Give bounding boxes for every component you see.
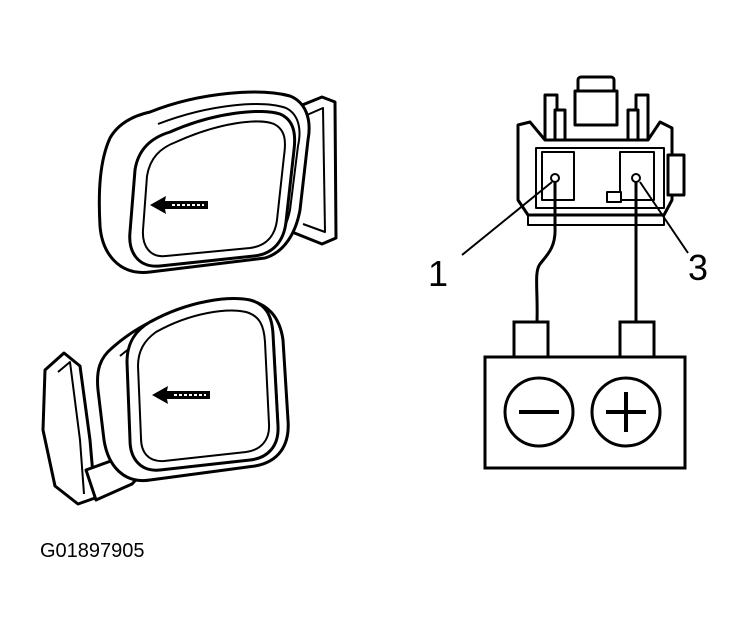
upper-mirror [97, 90, 338, 274]
battery-negative-terminal [512, 320, 550, 360]
figure-code: G01897905 [40, 540, 145, 562]
callout-label-3: 3 [688, 247, 708, 288]
battery-positive-terminal [618, 320, 656, 360]
battery [483, 320, 687, 470]
test-leads [535, 182, 638, 323]
callout-line-1 [461, 181, 553, 256]
callout-line-3 [639, 181, 689, 254]
mirror-connector [516, 75, 686, 226]
callout-label-1: 1 [428, 253, 448, 294]
callout-lines [461, 181, 689, 256]
lower-mirror [41, 297, 290, 506]
